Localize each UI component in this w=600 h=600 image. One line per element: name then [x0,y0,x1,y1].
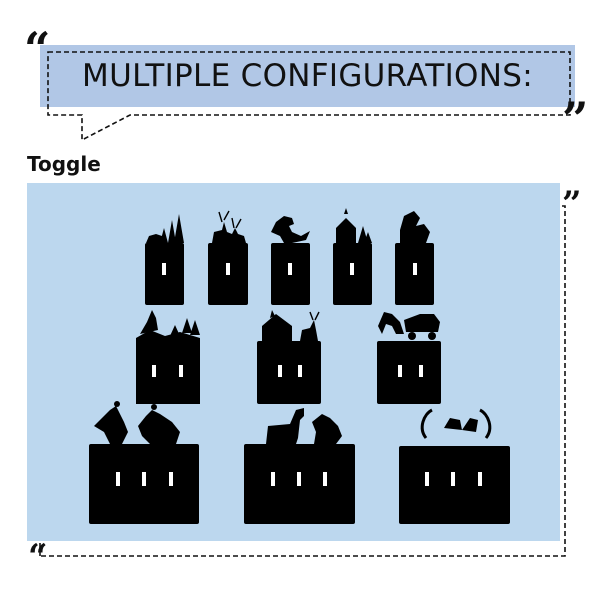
wolf-icon [140,310,158,334]
quote-close-icon: ” [562,92,589,146]
squirrel-icon [400,211,430,243]
cabin-icon [262,314,292,341]
page-title: MULTIPLE CONFIGURATIONS: [82,58,533,94]
deer-icon [212,222,246,243]
plate-bear-pine-trees [145,214,184,305]
horse-icon [378,312,404,334]
horse-rider-icon [94,406,128,444]
dinosaur-icon [271,216,310,243]
quote-open-icon: “ [28,537,48,577]
plate-dinosaur [271,216,310,305]
plate-birds-wreath [399,408,510,524]
bird-icon [444,418,478,432]
plate-llama-turkey [244,408,355,524]
bear-icon [146,234,164,243]
plate-deer-pair [208,210,248,305]
plate-cowboys-horses [89,401,199,524]
quote-open-icon: “ [24,22,51,76]
buggy-icon [404,314,440,332]
deer-icon [300,320,318,341]
cabin-icon [336,218,356,243]
wreath-icon [420,408,492,439]
pine-trees-icon [170,318,200,336]
llama-icon [266,408,304,444]
pine-trees-icon [160,214,184,243]
plate-squirrel [395,211,434,305]
plate-cabin-trees [333,208,372,305]
quote-close-icon: ” [562,184,582,224]
horse-rider-icon [138,410,180,444]
header-banner [40,45,575,107]
speech-bubble-outline [47,51,571,142]
plate-wolf-howling [136,310,200,404]
turkey-icon [312,414,342,444]
tree-icon [358,226,372,243]
plate-horse-buggy [377,312,441,404]
plate-cabin-deer [257,310,321,404]
section-label: Toggle [27,152,101,176]
